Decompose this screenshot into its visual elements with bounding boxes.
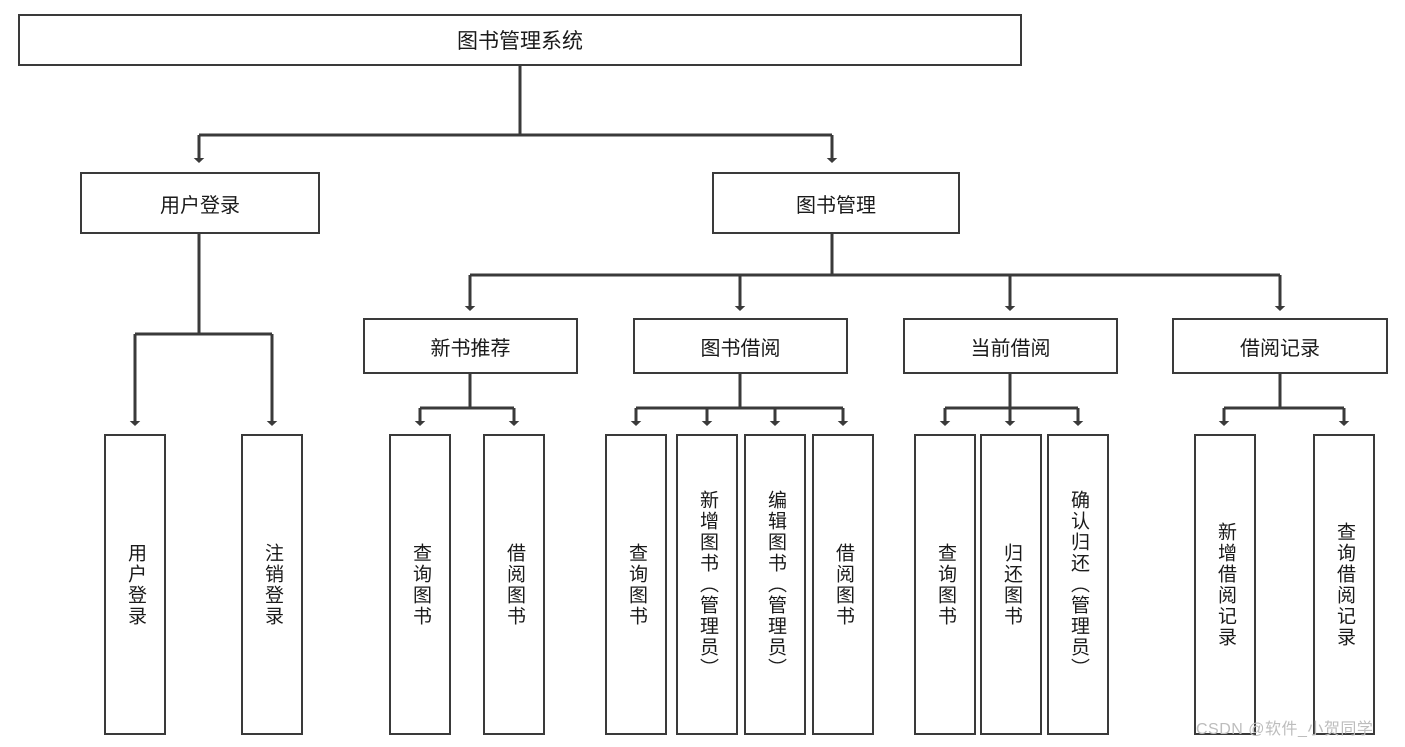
leaf-logout-label: 注销登录 (261, 542, 283, 627)
leaf-add-record-label: 新增借阅记录 (1214, 521, 1236, 648)
node-book-management[interactable]: 图书管理 (712, 172, 960, 234)
node-new-book-recommend[interactable]: 新书推荐 (363, 318, 578, 374)
node-current-borrow[interactable]: 当前借阅 (903, 318, 1118, 374)
watermark-text: CSDN @软件_小贺同学 (1196, 721, 1374, 738)
leaf-query-book-2-label: 查询图书 (625, 542, 647, 627)
leaf-add-book[interactable]: 新增图书（管理员） (676, 434, 738, 735)
node-book-management-label: 图书管理 (796, 194, 876, 217)
leaf-return-book[interactable]: 归还图书 (980, 434, 1042, 735)
node-user-login[interactable]: 用户登录 (80, 172, 320, 234)
node-book-borrow[interactable]: 图书借阅 (633, 318, 848, 374)
leaf-borrow-book-1-label: 借阅图书 (503, 542, 525, 627)
node-root-label: 图书管理系统 (457, 30, 583, 53)
leaf-borrow-book-1[interactable]: 借阅图书 (483, 434, 545, 735)
node-new-book-recommend-label: 新书推荐 (430, 337, 511, 360)
leaf-edit-book[interactable]: 编辑图书（管理员） (744, 434, 806, 735)
leaf-user-login-label: 用户登录 (124, 542, 146, 627)
leaf-user-login[interactable]: 用户登录 (104, 434, 166, 735)
leaf-borrow-book-2-label: 借阅图书 (832, 542, 854, 627)
leaf-query-record[interactable]: 查询借阅记录 (1313, 434, 1375, 735)
node-current-borrow-label: 当前借阅 (970, 337, 1051, 360)
leaf-query-book-3-label: 查询图书 (934, 542, 956, 627)
leaf-add-book-label: 新增图书（管理员） (696, 490, 718, 679)
leaf-query-book-2[interactable]: 查询图书 (605, 434, 667, 735)
node-root[interactable]: 图书管理系统 (18, 14, 1022, 66)
leaf-confirm-return[interactable]: 确认归还（管理员） (1047, 434, 1109, 735)
leaf-return-book-label: 归还图书 (1000, 542, 1022, 627)
leaf-edit-book-label: 编辑图书（管理员） (764, 490, 786, 679)
leaf-confirm-return-label: 确认归还（管理员） (1067, 490, 1089, 679)
node-book-borrow-label: 图书借阅 (700, 337, 781, 360)
leaf-query-book-3[interactable]: 查询图书 (914, 434, 976, 735)
leaf-query-book-1-label: 查询图书 (409, 542, 431, 627)
leaf-add-record[interactable]: 新增借阅记录 (1194, 434, 1256, 735)
leaf-query-book-1[interactable]: 查询图书 (389, 434, 451, 735)
node-borrow-record[interactable]: 借阅记录 (1172, 318, 1388, 374)
leaf-query-record-label: 查询借阅记录 (1333, 521, 1355, 648)
leaf-borrow-book-2[interactable]: 借阅图书 (812, 434, 874, 735)
node-borrow-record-label: 借阅记录 (1240, 337, 1320, 360)
leaf-logout[interactable]: 注销登录 (241, 434, 303, 735)
node-user-login-label: 用户登录 (160, 194, 240, 217)
